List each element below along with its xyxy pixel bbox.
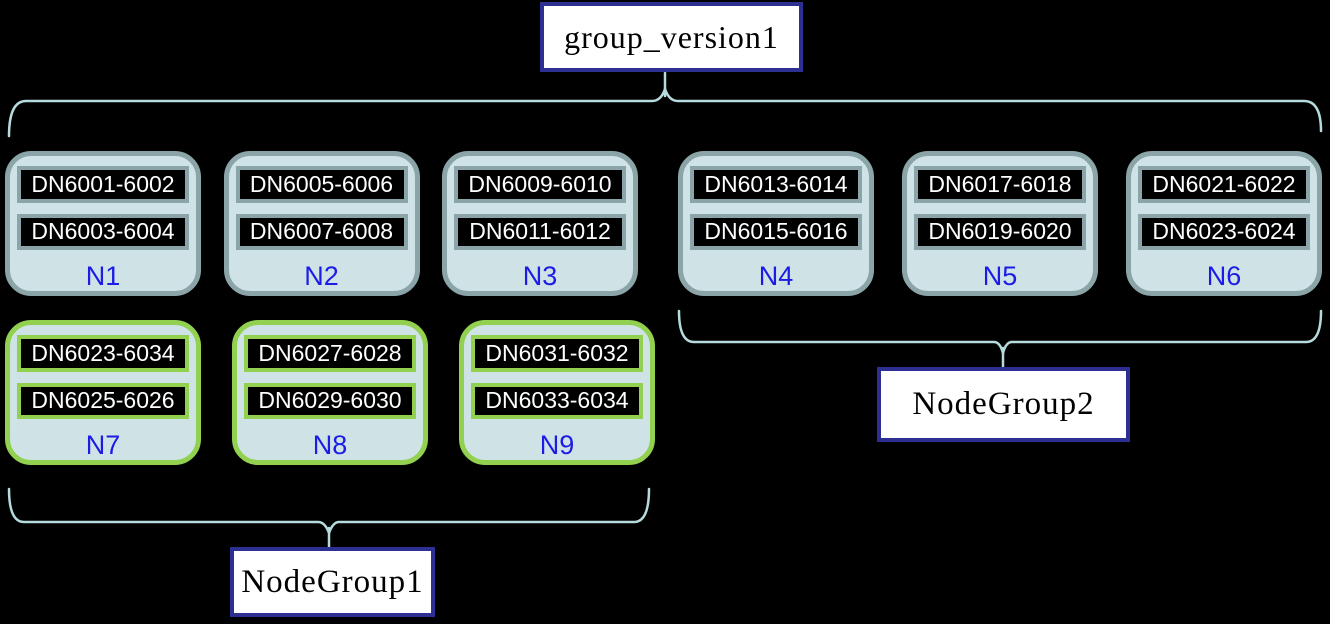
node-N7: DN6023-6034 DN6025-6026 N7 [5, 320, 201, 465]
node-label: N7 [85, 430, 121, 460]
node-label: N9 [539, 430, 575, 460]
node-N5: DN6017-6018 DN6019-6020 N5 [902, 151, 1098, 296]
node-label: N2 [304, 261, 339, 291]
dn-range-box: DN6007-6008 [235, 213, 408, 250]
group-version-title-box: group_version1 [540, 2, 803, 72]
dn-range-box: DN6005-6006 [235, 166, 408, 203]
dn-range-box: DN6033-6034 [471, 382, 643, 419]
node-N3: DN6009-6010 DN6011-6012 N3 [442, 151, 638, 296]
node-label: N4 [758, 261, 794, 291]
dn-range-box: DN6019-6020 [914, 213, 1086, 250]
dn-range-box: DN6021-6022 [1138, 166, 1310, 203]
node-N6: DN6021-6022 DN6023-6024 N6 [1126, 151, 1322, 296]
nodegroup1-label-box: NodeGroup1 [230, 547, 435, 617]
nodegroup2-label: NodeGroup2 [912, 386, 1095, 422]
dn-range-box: DN6031-6032 [471, 335, 643, 372]
node-label: N6 [1206, 261, 1242, 291]
node-N2: DN6005-6006 DN6007-6008 N2 [223, 151, 420, 296]
node-label: N8 [312, 430, 348, 460]
node-label: N3 [522, 261, 558, 291]
node-N9: DN6031-6032 DN6033-6034 N9 [459, 320, 655, 465]
nodegroup2-label-box: NodeGroup2 [877, 367, 1130, 442]
node-N8: DN6027-6028 DN6029-6030 N8 [232, 320, 428, 465]
node-label: N1 [85, 261, 121, 291]
dn-range-box: DN6001-6002 [17, 166, 189, 203]
dn-range-box: DN6027-6028 [244, 335, 416, 372]
node-N4: DN6013-6014 DN6015-6016 N4 [678, 151, 874, 296]
nodegroup1-label: NodeGroup1 [241, 563, 424, 600]
dn-range-box: DN6025-6026 [17, 382, 189, 419]
dn-range-box: DN6017-6018 [914, 166, 1086, 203]
dn-range-box: DN6003-6004 [17, 213, 189, 250]
node-label: N5 [982, 261, 1018, 291]
dn-range-box: DN6029-6030 [244, 382, 416, 419]
cluster-row2: DN6023-6034 DN6025-6026 N7 DN6027-6028 D… [5, 320, 655, 465]
cluster-row1-left: DN6001-6002 DN6003-6004 N1 DN6005-6006 D… [5, 151, 638, 296]
dn-range-box: DN6011-6012 [454, 213, 626, 250]
dn-range-box: DN6013-6014 [690, 166, 862, 203]
nodegroup2-brace [677, 309, 1323, 369]
group-version-title: group_version1 [564, 18, 779, 55]
nodegroup1-brace [7, 487, 651, 549]
node-N1: DN6001-6002 DN6003-6004 N1 [5, 151, 201, 296]
dn-range-box: DN6023-6024 [1138, 213, 1310, 250]
dn-range-box: DN6009-6010 [454, 166, 626, 203]
dn-range-box: DN6015-6016 [690, 213, 862, 250]
dn-range-box: DN6023-6034 [17, 335, 189, 372]
group-version1-brace [7, 71, 1323, 138]
cluster-row1-right: DN6013-6014 DN6015-6016 N4 DN6017-6018 D… [678, 151, 1322, 296]
